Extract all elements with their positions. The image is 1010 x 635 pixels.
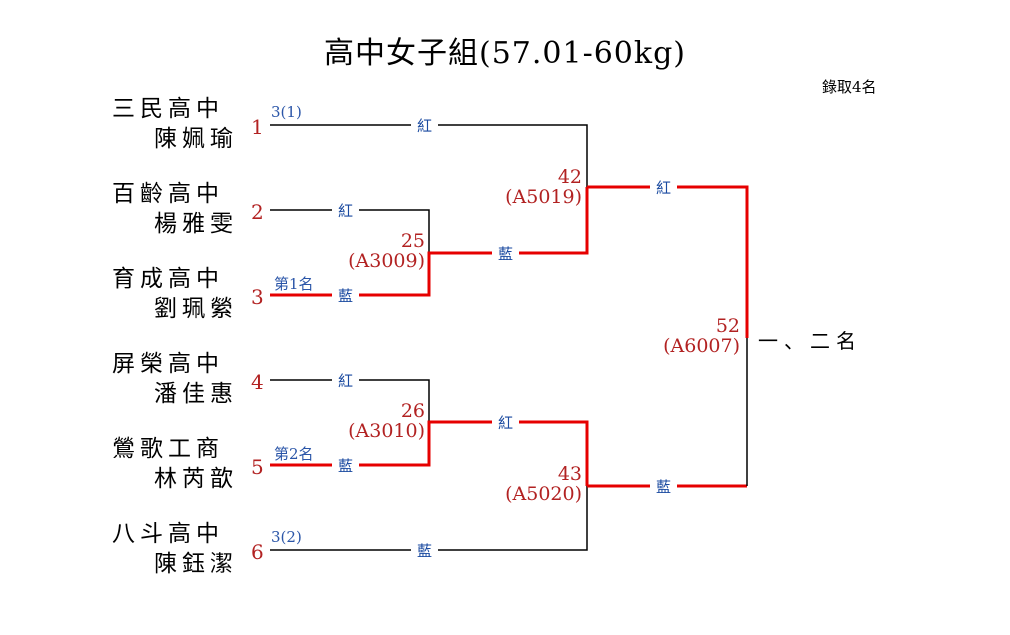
match-25: 25 (A3009) [330,231,425,271]
line-entrant-1 [270,124,588,187]
entrant-6: 八斗高中 陳鈺潔 [112,519,238,579]
final-result-label: 一、二名 [758,329,862,353]
corner-label-red: 紅 [332,370,360,391]
player-name: 陳姵瑜 [154,126,238,152]
entrant-5: 鶯歌工商 林芮歆 [112,434,238,494]
corner-label-blue: 藍 [332,455,360,476]
line-entrant-2 [270,209,430,253]
match-number: 42 [557,166,582,188]
corner-label-red: 紅 [492,412,520,433]
corner-label-blue: 藍 [332,285,360,306]
match-code: (A5020) [505,483,582,505]
match-number: 25 [400,230,425,252]
match-52: 52 (A6007) [645,316,740,356]
match-code: (A3009) [348,250,425,272]
seed-number: 1 [251,115,264,139]
player-name: 陳鈺潔 [154,551,238,577]
player-name: 劉珮縈 [154,296,238,322]
qualifier-note: 錄取4名 [822,78,877,96]
match-26: 26 (A3010) [330,401,425,441]
match-code: (A3010) [348,420,425,442]
seed-number: 5 [251,455,264,479]
player-name: 楊雅雯 [154,211,238,237]
entrant-2: 百齡高中 楊雅雯 [112,179,238,239]
corner-label-blue: 藍 [411,540,439,561]
line-entrant-5 [270,420,589,486]
line-entrant-4 [270,379,430,422]
match-42: 42 (A5019) [487,167,582,207]
seed-number: 2 [251,200,264,224]
match-number: 26 [400,400,425,422]
school-name: 三民高中 [112,96,224,122]
placement-tag: 3(1) [271,103,302,121]
school-name: 育成高中 [112,266,224,292]
school-name: 百齡高中 [112,181,224,207]
line-entrant-3 [270,187,589,297]
corner-label-red: 紅 [650,177,678,198]
corner-label-blue: 藍 [492,243,520,264]
line-match-42-winner [587,185,749,338]
entrant-3: 育成高中 劉珮縈 [112,264,238,324]
school-name: 八斗高中 [112,521,224,547]
line-entrant-6 [270,486,588,551]
page-title: 高中女子組(57.01-60kg) [324,36,686,71]
seed-number: 4 [251,370,264,394]
seed-number: 6 [251,540,264,564]
player-name: 林芮歆 [154,466,238,492]
placement-tag: 3(2) [271,528,302,546]
match-43: 43 (A5020) [487,464,582,504]
entrant-1: 三民高中 陳姵瑜 [112,94,238,154]
match-code: (A6007) [663,335,740,357]
placement-tag: 第1名 [274,275,314,293]
match-number: 52 [715,315,740,337]
match-code: (A5019) [505,186,582,208]
placement-tag: 第2名 [274,445,314,463]
match-number: 43 [557,463,582,485]
entrant-4: 屏榮高中 潘佳惠 [112,349,238,409]
school-name: 屏榮高中 [112,351,224,377]
player-name: 潘佳惠 [154,381,238,407]
corner-label-red: 紅 [411,115,439,136]
corner-label-red: 紅 [332,200,360,221]
school-name: 鶯歌工商 [112,436,224,462]
seed-number: 3 [251,285,264,309]
corner-label-blue: 藍 [650,476,678,497]
